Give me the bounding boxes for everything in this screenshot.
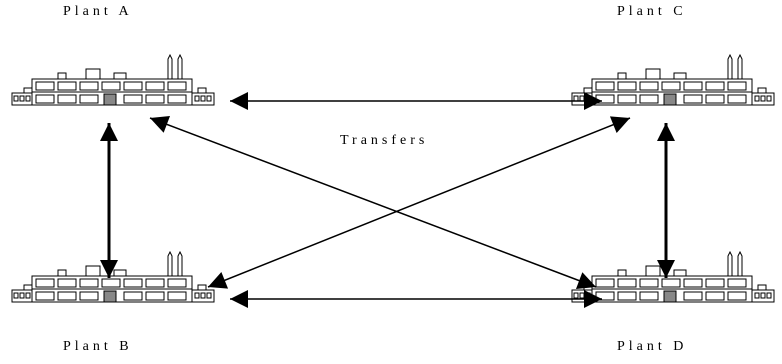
arrow-c-b xyxy=(207,116,631,289)
plant-d-label: Plant D xyxy=(617,339,688,354)
transfers-label: Transfers xyxy=(340,133,429,148)
plant-c-label: Plant C xyxy=(617,4,687,19)
plant-a-factory-icon xyxy=(11,54,215,106)
plant-b-factory-icon xyxy=(11,251,215,303)
plant-a-label: Plant A xyxy=(63,4,133,19)
plant-b-label: Plant B xyxy=(63,339,133,354)
plant-d-factory-icon xyxy=(571,251,775,303)
plant-c-factory-icon xyxy=(571,54,775,106)
